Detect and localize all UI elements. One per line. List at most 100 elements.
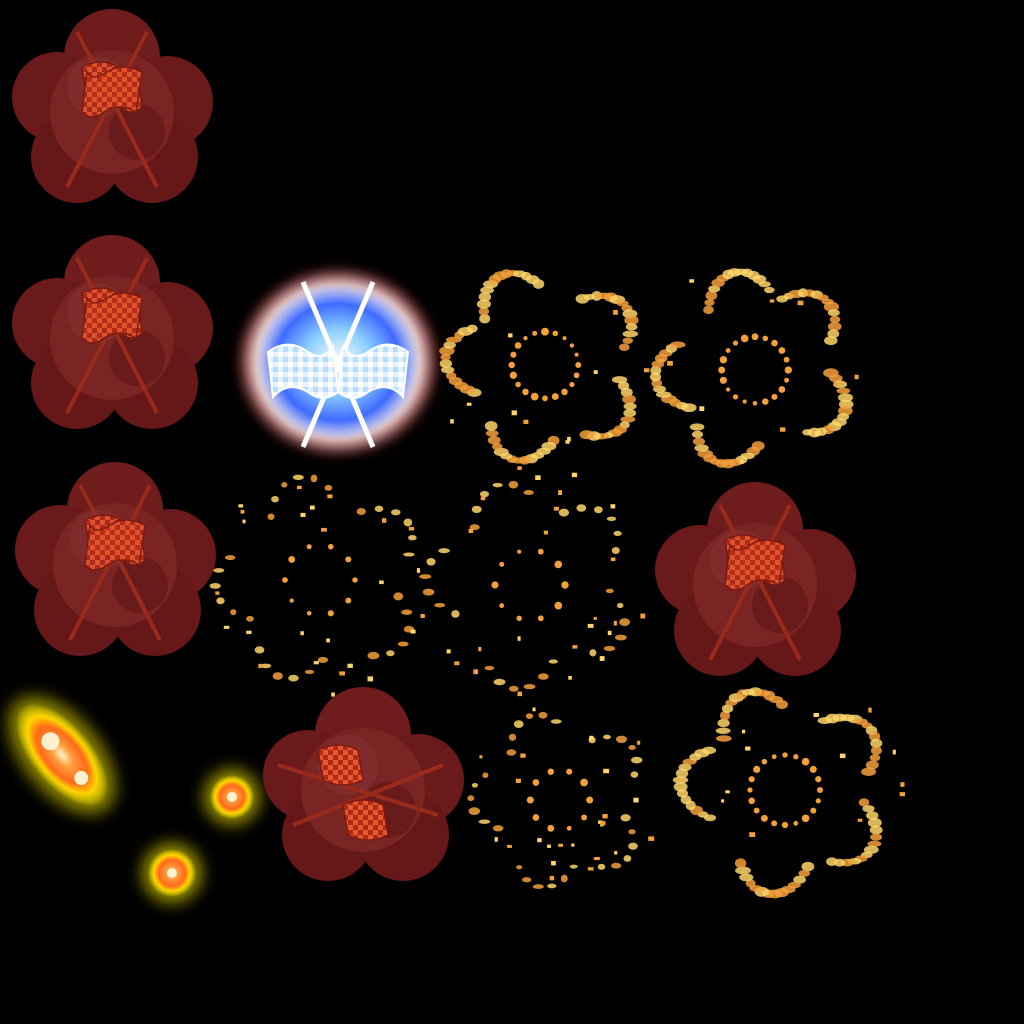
spark-particle	[865, 760, 879, 770]
spark-particle	[829, 374, 843, 383]
spark-particle	[699, 406, 705, 412]
spark-particle	[558, 843, 564, 847]
spark-particle	[793, 875, 806, 884]
spark-ring	[649, 268, 859, 469]
spark-particle	[317, 656, 329, 663]
spark-particle	[861, 767, 877, 776]
spark-particle	[571, 843, 575, 847]
spark-particle	[616, 602, 624, 609]
spark-particle	[892, 749, 896, 755]
spark-particle	[517, 636, 521, 641]
spark-particle	[826, 857, 838, 866]
spark-particle	[532, 707, 536, 712]
spark-particle	[899, 792, 906, 797]
spark-particle	[605, 588, 614, 594]
spark-particle	[620, 814, 631, 822]
spark-particle	[747, 787, 753, 793]
spark-particle	[611, 546, 620, 555]
spark-particle	[717, 718, 730, 728]
spark-particle	[517, 466, 522, 470]
spark-particle	[823, 301, 840, 312]
spark-particle	[625, 323, 638, 331]
spark-particle	[469, 524, 480, 531]
spark-particle	[487, 435, 501, 445]
spark-particle	[492, 482, 503, 488]
spark-particle	[715, 735, 732, 742]
spark-particle	[482, 772, 489, 779]
spark-particle	[752, 401, 758, 406]
spark-particle	[480, 286, 495, 294]
spark-ring	[672, 687, 906, 899]
spark-particle	[778, 386, 786, 393]
spark-particle	[292, 474, 304, 480]
spark-particle	[771, 393, 778, 400]
spark-particle	[574, 352, 579, 357]
spark-particle	[558, 508, 570, 517]
spark-particle	[304, 669, 315, 674]
spark-ring-scatter	[209, 474, 425, 697]
spark-particle	[300, 631, 304, 636]
spark-particle	[769, 299, 775, 303]
spark-particle	[345, 597, 352, 604]
spark-particle	[739, 459, 744, 464]
spark-particle	[619, 618, 631, 626]
spark-particle	[297, 485, 302, 490]
spark-particle	[827, 329, 840, 339]
spark-particle	[673, 781, 688, 792]
spark-particle	[694, 444, 709, 452]
spark-particle	[569, 343, 575, 348]
spark-particle	[209, 583, 221, 589]
spark-particle	[801, 814, 810, 823]
smoke-flag-burst	[12, 9, 213, 203]
spark-particle	[538, 673, 549, 680]
spark-particle	[725, 387, 731, 392]
spark-particle	[230, 609, 237, 616]
spark-particle	[567, 436, 571, 442]
spark-particle	[689, 279, 694, 283]
spark-particle	[532, 814, 540, 821]
spark-particle	[580, 778, 589, 787]
spark-particle	[494, 837, 498, 842]
spark-particle	[827, 309, 840, 317]
spark-particle	[410, 629, 416, 634]
spark-particle	[532, 279, 545, 289]
spark-particle	[870, 738, 883, 748]
spark-particle	[751, 333, 759, 341]
smoke-flag-burst	[263, 687, 464, 881]
spark-particle	[550, 719, 562, 724]
spark-particle	[810, 807, 817, 814]
spark-particle	[815, 798, 821, 804]
spark-particle	[655, 391, 672, 398]
spark-particle	[216, 597, 225, 605]
spark-particle	[672, 776, 689, 784]
fire-orb	[8, 696, 116, 814]
spark-particle	[506, 749, 517, 756]
spark-particle	[485, 430, 499, 437]
spark-particle	[756, 275, 761, 280]
spark-particle	[523, 419, 529, 425]
spark-particle	[734, 858, 747, 869]
spark-particle	[393, 592, 404, 601]
spark-particle	[391, 509, 401, 516]
spark-particle	[593, 857, 600, 861]
spark-particle	[628, 829, 636, 835]
spark-particle	[272, 672, 283, 680]
spark-particle	[725, 790, 730, 794]
spark-particle	[321, 527, 327, 532]
spark-particle	[725, 348, 731, 353]
spark-particle	[471, 505, 482, 514]
fire-orb-small	[142, 843, 202, 903]
spark-particle	[260, 663, 272, 669]
spark-particle	[408, 526, 415, 531]
spark-particle	[479, 490, 490, 498]
spark-particle	[438, 548, 450, 554]
spark-particle	[561, 388, 568, 396]
spark-particle	[426, 558, 436, 566]
spark-particle	[561, 581, 569, 589]
spark-particle	[515, 381, 521, 388]
spark-particle	[589, 735, 594, 741]
spark-particle	[451, 610, 460, 618]
spark-particle	[868, 707, 872, 713]
spark-particle	[420, 614, 425, 619]
spark-particle	[532, 779, 540, 786]
